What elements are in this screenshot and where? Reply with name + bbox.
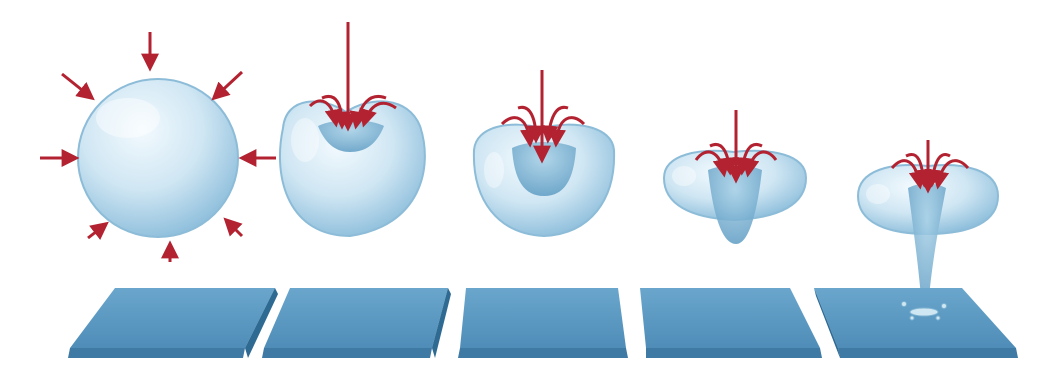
drop-highlight [291, 118, 319, 162]
plate-3 [458, 288, 628, 358]
plate-front [68, 348, 245, 358]
panel-1 [40, 32, 278, 358]
splash-dot [902, 302, 907, 307]
splash-dot [910, 316, 914, 320]
plate-front [458, 348, 628, 358]
panel-3 [458, 70, 628, 358]
arrow-top-left [62, 74, 92, 98]
plate-1 [68, 288, 278, 358]
arrow-top-right [214, 72, 242, 98]
plate-front [646, 348, 822, 358]
drop-highlight [484, 152, 504, 188]
plate-top [460, 288, 626, 348]
panel-2 [262, 22, 451, 358]
drop-highlight [672, 166, 696, 186]
plate-top [264, 288, 448, 348]
plate-top [814, 288, 1016, 348]
plate-4 [640, 288, 822, 358]
drop-highlight [866, 184, 890, 204]
arrow-bottom-left [88, 224, 106, 238]
plate-top [70, 288, 275, 348]
arrow-bottom-right [226, 220, 242, 236]
plate-2 [262, 288, 451, 358]
plate-front [838, 348, 1018, 358]
plate-front [262, 348, 432, 358]
splash-dot [942, 304, 947, 309]
panel-4 [640, 110, 822, 358]
plate-5 [814, 288, 1018, 358]
plate-top [640, 288, 820, 348]
splash-dot [936, 316, 940, 320]
drop-highlight [96, 98, 160, 138]
drop-sphere [78, 79, 238, 237]
panel-5 [814, 140, 1018, 358]
splash-pool [910, 308, 938, 316]
